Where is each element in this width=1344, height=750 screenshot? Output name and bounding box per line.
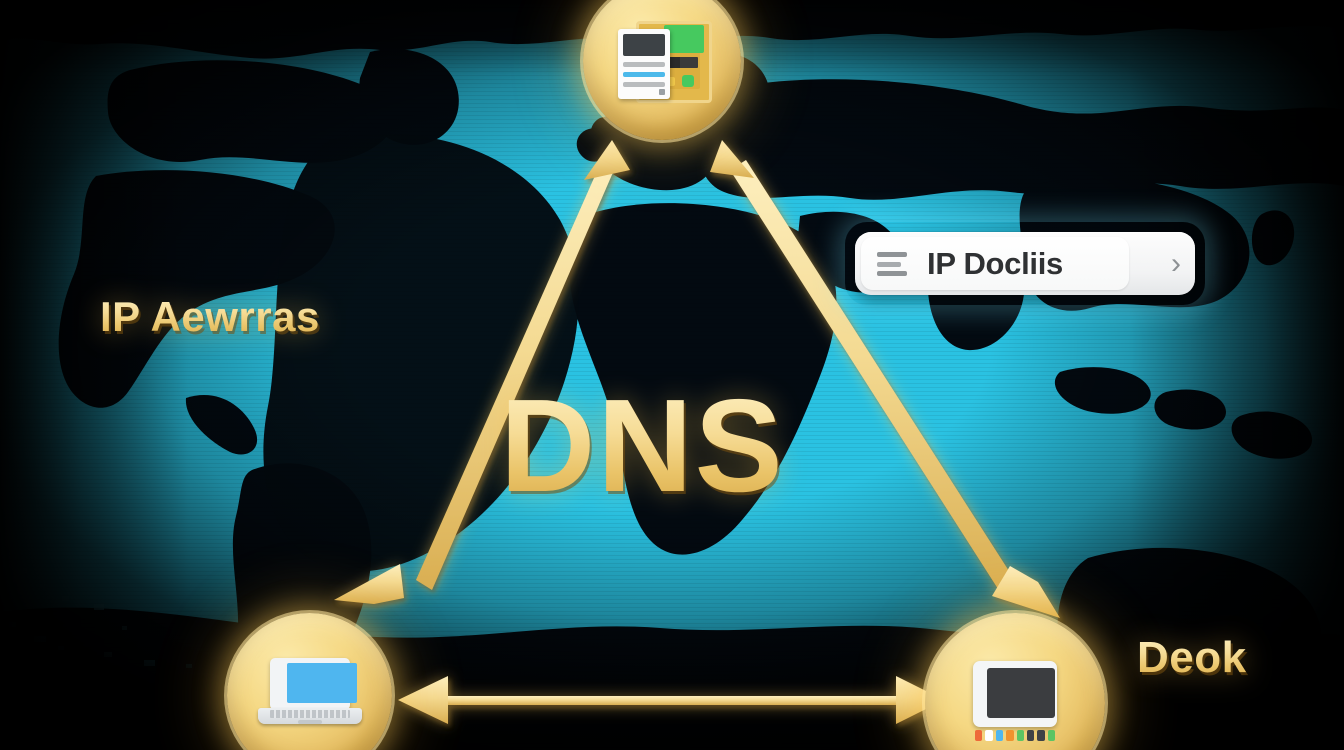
ip-card-plate: [861, 237, 1129, 290]
laptop-icon: [257, 657, 362, 734]
server-document-icon: [614, 15, 712, 107]
dock-icon: [1037, 730, 1045, 741]
chevron-right-icon[interactable]: ›: [1171, 246, 1181, 280]
node-dns-server[interactable]: [583, 0, 741, 140]
ip-card-title: IP Docliis: [927, 245, 1063, 281]
dock-icon: [975, 730, 983, 741]
dock-icon: [995, 730, 1004, 741]
dock-icon: [1026, 730, 1035, 741]
dock-icon: [1047, 730, 1055, 741]
page-title-dns: DNS: [500, 372, 785, 519]
label-desk: Deok: [1137, 633, 1247, 682]
dock-icon: [985, 730, 993, 741]
dock-icon: [1016, 730, 1024, 741]
dock-icon: [1006, 730, 1014, 741]
node-client-desktop[interactable]: [925, 613, 1105, 750]
label-ip-addresses: IP Aewrras: [100, 293, 320, 340]
node-client-laptop[interactable]: [227, 613, 392, 750]
hamburger-menu-icon[interactable]: [877, 252, 907, 276]
ip-docliis-card[interactable]: IP Docliis ›: [855, 232, 1195, 295]
desktop-monitor-icon: [967, 661, 1063, 745]
desktop-dock: [975, 729, 1055, 742]
